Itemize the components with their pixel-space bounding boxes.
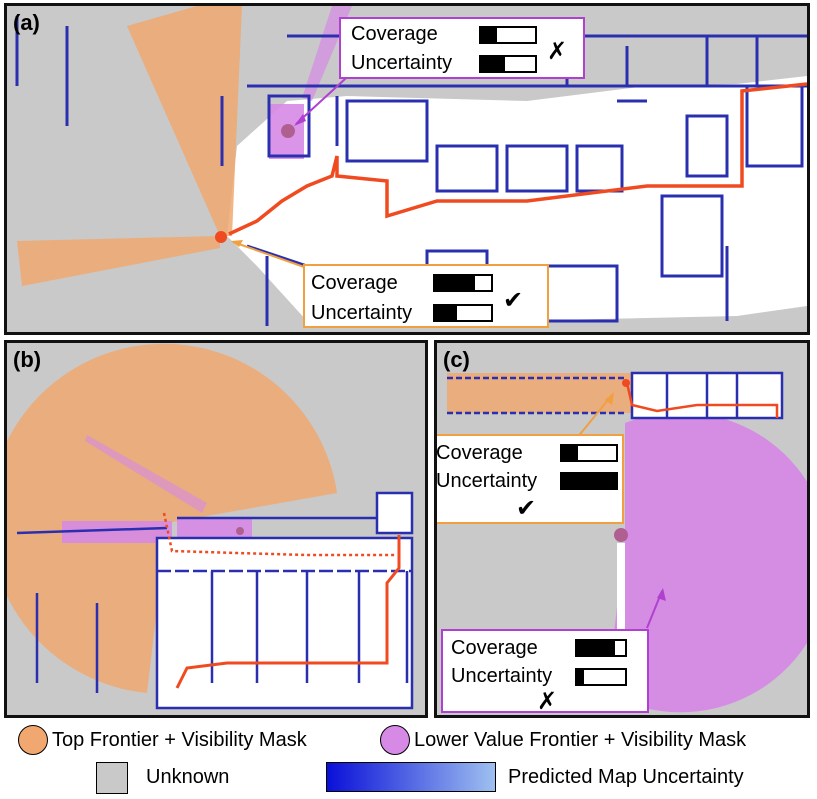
uncertainty-label: Uncertainty (351, 52, 453, 74)
floorplan-map (15, 6, 807, 326)
coverage-bar (433, 274, 493, 292)
callout-lower-frontier: Coverage Uncertainty ✗ (339, 17, 585, 79)
lower-frontier-mask (62, 521, 172, 543)
coverage-label: Coverage (436, 442, 523, 464)
coverage-label: Coverage (351, 23, 438, 45)
arrow-orange (576, 394, 613, 439)
uncertainty-label: Uncertainty (451, 665, 553, 687)
coverage-bar (575, 639, 627, 657)
uncertainty-gradient-swatch (326, 762, 496, 792)
floorplan-map (7, 343, 414, 710)
robot-path (175, 535, 401, 689)
lower-frontier-room (177, 518, 252, 540)
top-frontier-mask-lower (17, 236, 220, 286)
verdict-check-icon: ✔ (503, 286, 524, 314)
arrow-orange (232, 241, 308, 269)
uncertainty-bar (479, 55, 537, 73)
legend-top-frontier: Top Frontier + Visibility Mask (52, 729, 307, 751)
panel-label: (a) (13, 10, 40, 35)
top-frontier-point (215, 231, 227, 243)
robot-path-dotted (162, 512, 397, 557)
top-frontier-mask (7, 343, 337, 693)
top-frontier-point (622, 379, 630, 387)
coverage-bar (560, 444, 618, 462)
uncertainty-bar (560, 472, 618, 490)
callout-top-frontier: Coverage Uncertainty ✔ (303, 264, 549, 328)
callout-lower-frontier: Coverage Uncertainty ✗ (441, 629, 649, 715)
panel-b: (b) (4, 340, 428, 718)
panel-a: (a) (4, 3, 810, 335)
coverage-label: Coverage (451, 637, 538, 659)
top-frontier-mask (127, 6, 242, 236)
free-space (157, 538, 412, 708)
unknown-swatch (96, 762, 128, 794)
lower-frontier-swatch (380, 725, 410, 755)
uncertainty-label: Uncertainty (436, 470, 538, 492)
uncertainty-label: Uncertainty (311, 302, 413, 324)
coverage-bar (479, 26, 537, 44)
walls (15, 16, 807, 326)
callout-top-frontier: Coverage Uncertainty ✔ (436, 434, 624, 524)
lower-frontier-point (236, 527, 244, 535)
uncertainty-bar (433, 304, 493, 322)
legend-unknown: Unknown (146, 766, 230, 788)
coverage-label: Coverage (311, 272, 398, 294)
lower-frontier-point (614, 528, 628, 542)
top-frontier-swatch (18, 725, 48, 755)
uncertainty-bar (575, 668, 627, 686)
lower-frontier-point (281, 124, 295, 138)
panel-c: (c) Coverage Uncertainty ✔ (434, 340, 810, 718)
legend-uncertainty: Predicted Map Uncertainty (508, 766, 744, 788)
panel-label: (c) (443, 347, 470, 372)
robot-path (228, 82, 807, 236)
panel-label: (b) (13, 347, 42, 372)
lower-frontier-mask (607, 412, 807, 713)
verdict-check-icon: ✔ (516, 494, 537, 522)
top-frontier-mask (447, 373, 632, 413)
robot-path (625, 382, 779, 418)
verdict-cross-icon: ✗ (547, 37, 568, 65)
legend-lower-frontier: Lower Value Frontier + Visibility Mask (414, 729, 747, 751)
lower-frontier-ray (85, 435, 207, 513)
floorplan-map (447, 371, 807, 713)
verdict-cross-icon: ✗ (537, 687, 558, 715)
